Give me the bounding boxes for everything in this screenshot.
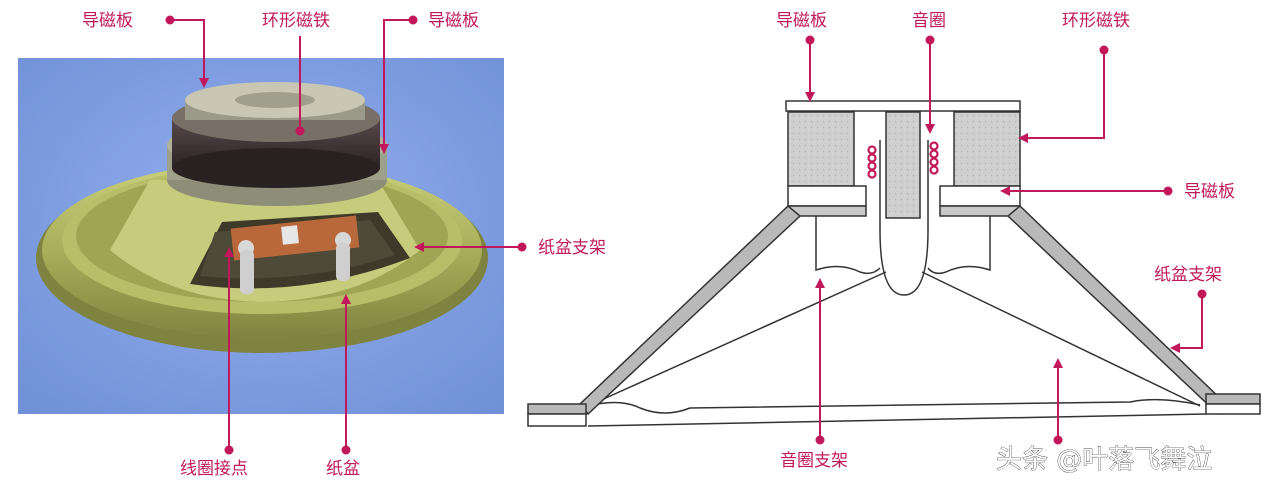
top-plate (785, 100, 1021, 112)
spider (815, 216, 991, 275)
speaker-cross-section (527, 100, 1261, 427)
voice-coil (867, 141, 939, 179)
label-cone-photo: 纸盆 (326, 459, 360, 479)
watermark: 头条 @叶落飞舞泣 (996, 445, 1212, 475)
center-pole (885, 111, 921, 219)
cone-frame-section (527, 204, 1261, 427)
voice-coil-former (879, 140, 929, 296)
ring-magnet-right (953, 111, 1021, 187)
bottom-plate-left (787, 185, 867, 207)
label-ring-magnet-diagram: 环形磁铁 (1062, 11, 1130, 31)
cone (587, 271, 1201, 414)
label-ring-magnet-photo: 环形磁铁 (262, 11, 330, 31)
label-cone-frame-diagram: 纸盆支架 (1154, 265, 1222, 285)
speaker-photo (18, 58, 504, 414)
label-top-plate-right-photo: 导磁板 (428, 11, 479, 31)
label-cone-frame-photo: 纸盆支架 (538, 238, 606, 258)
leader-lines (165, 15, 1207, 455)
label-coil-terminals: 线圈接点 (180, 459, 248, 479)
label-bottom-plate-diagram: 导磁板 (1184, 182, 1235, 202)
coil-terminal-strip (230, 215, 360, 294)
label-top-plate-left: 导磁板 (82, 11, 133, 31)
labels: 导磁板 环形磁铁 导磁板 纸盆支架 线圈接点 纸盆 导磁板 音圈 环形磁铁 导磁… (82, 11, 1235, 479)
label-top-plate-diagram: 导磁板 (776, 11, 827, 31)
magnet-assembly (167, 82, 387, 206)
label-voice-coil: 音圈 (912, 11, 946, 31)
ring-magnet-left (787, 111, 855, 187)
label-voice-coil-support: 音圈支架 (780, 451, 848, 471)
